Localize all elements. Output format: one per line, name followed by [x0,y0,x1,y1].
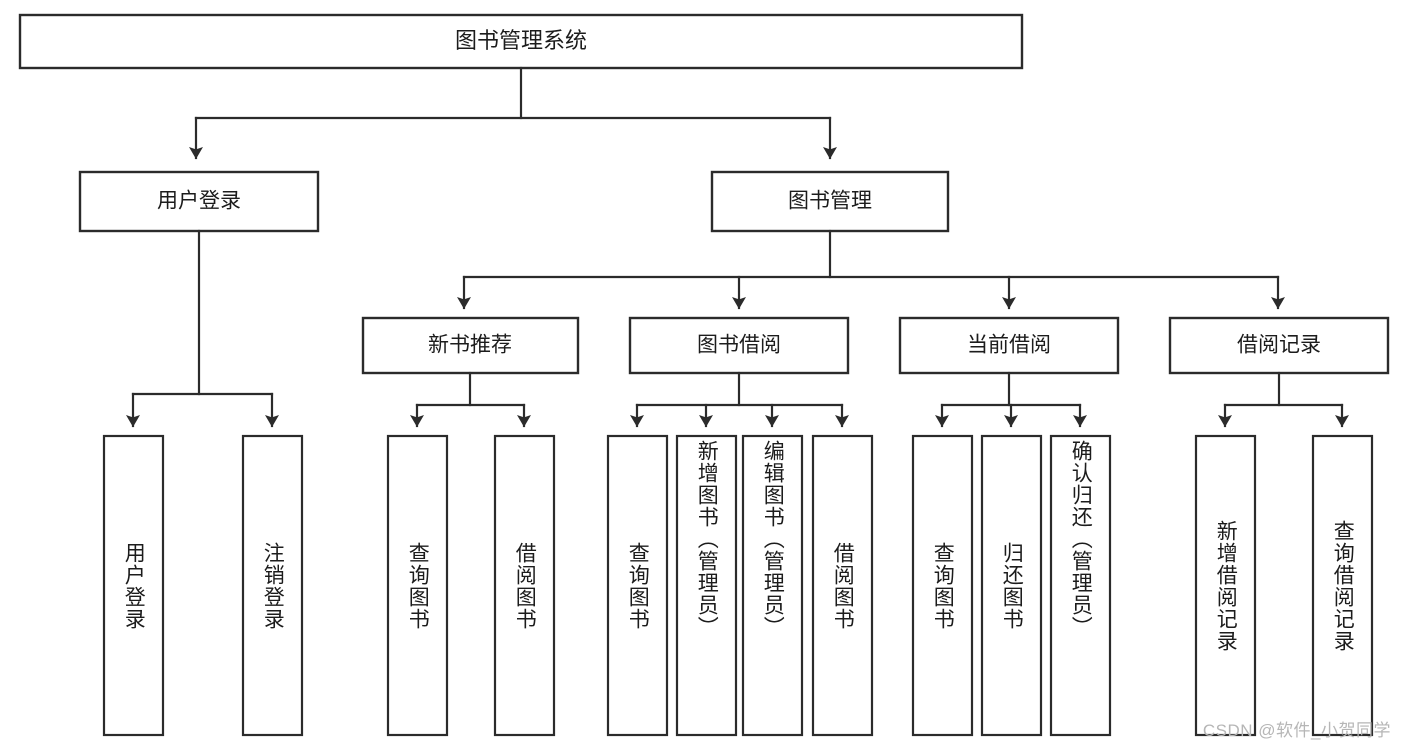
leaf-box-book-borrow-3[interactable] [741,434,804,737]
leaf-box-new-book-recommend-2[interactable] [493,434,556,737]
node-user-login-label: 用户登录 [157,190,241,213]
leaf-box-current-borrow-1[interactable] [911,434,974,737]
leaf-box-book-borrow-2[interactable] [675,434,738,737]
node-new-book-recommend-box[interactable] [361,316,580,375]
connector-new-book-recommend-to-leaves [410,371,531,428]
node-book-borrow[interactable]: 图书借阅 [628,316,850,375]
node-borrow-record-box[interactable] [1168,316,1390,375]
node-root-box[interactable] [18,13,1024,70]
csdn-watermark: CSDN @软件_小贺同学 [1202,721,1391,740]
node-new-book-recommend[interactable]: 新书推荐 [361,316,580,375]
connector-book-borrow-to-leaves [630,371,849,428]
node-book-borrow-label: 图书借阅 [697,334,781,357]
connector-current-borrow-to-leaves [935,371,1087,428]
leaf-box-borrow-record-1[interactable] [1194,434,1257,737]
leaf-box-book-borrow-1[interactable] [606,434,669,737]
node-book-borrow-box[interactable] [628,316,850,375]
leaf-box-new-book-recommend-1[interactable] [386,434,449,737]
node-user-login[interactable]: 用户登录 [78,170,320,233]
connector-root-to-level2 [189,66,837,160]
connector-user-login-to-leaves [126,229,279,428]
node-root-label: 图书管理系统 [455,28,587,53]
leaf-boxes [102,434,1374,737]
node-book-management-box[interactable] [710,170,950,233]
leaf-box-user-login-2[interactable] [241,434,304,737]
node-current-borrow-label: 当前借阅 [967,334,1051,357]
node-root[interactable]: 图书管理系统 [18,13,1024,70]
leaf-box-borrow-record-2[interactable] [1311,434,1374,737]
connector-borrow-record-to-leaves [1218,371,1349,428]
node-current-borrow[interactable]: 当前借阅 [898,316,1120,375]
node-new-book-recommend-label: 新书推荐 [428,334,512,357]
leaf-box-current-borrow-3[interactable] [1049,434,1112,737]
node-book-management[interactable]: 图书管理 [710,170,950,233]
leaf-box-book-borrow-4[interactable] [811,434,874,737]
node-borrow-record-label: 借阅记录 [1237,334,1321,357]
node-borrow-record[interactable]: 借阅记录 [1168,316,1390,375]
node-current-borrow-box[interactable] [898,316,1120,375]
leaf-box-user-login-1[interactable] [102,434,165,737]
leaf-box-current-borrow-2[interactable] [980,434,1043,737]
node-book-management-label: 图书管理 [788,190,872,213]
connector-book-management-to-level3 [457,229,1285,310]
